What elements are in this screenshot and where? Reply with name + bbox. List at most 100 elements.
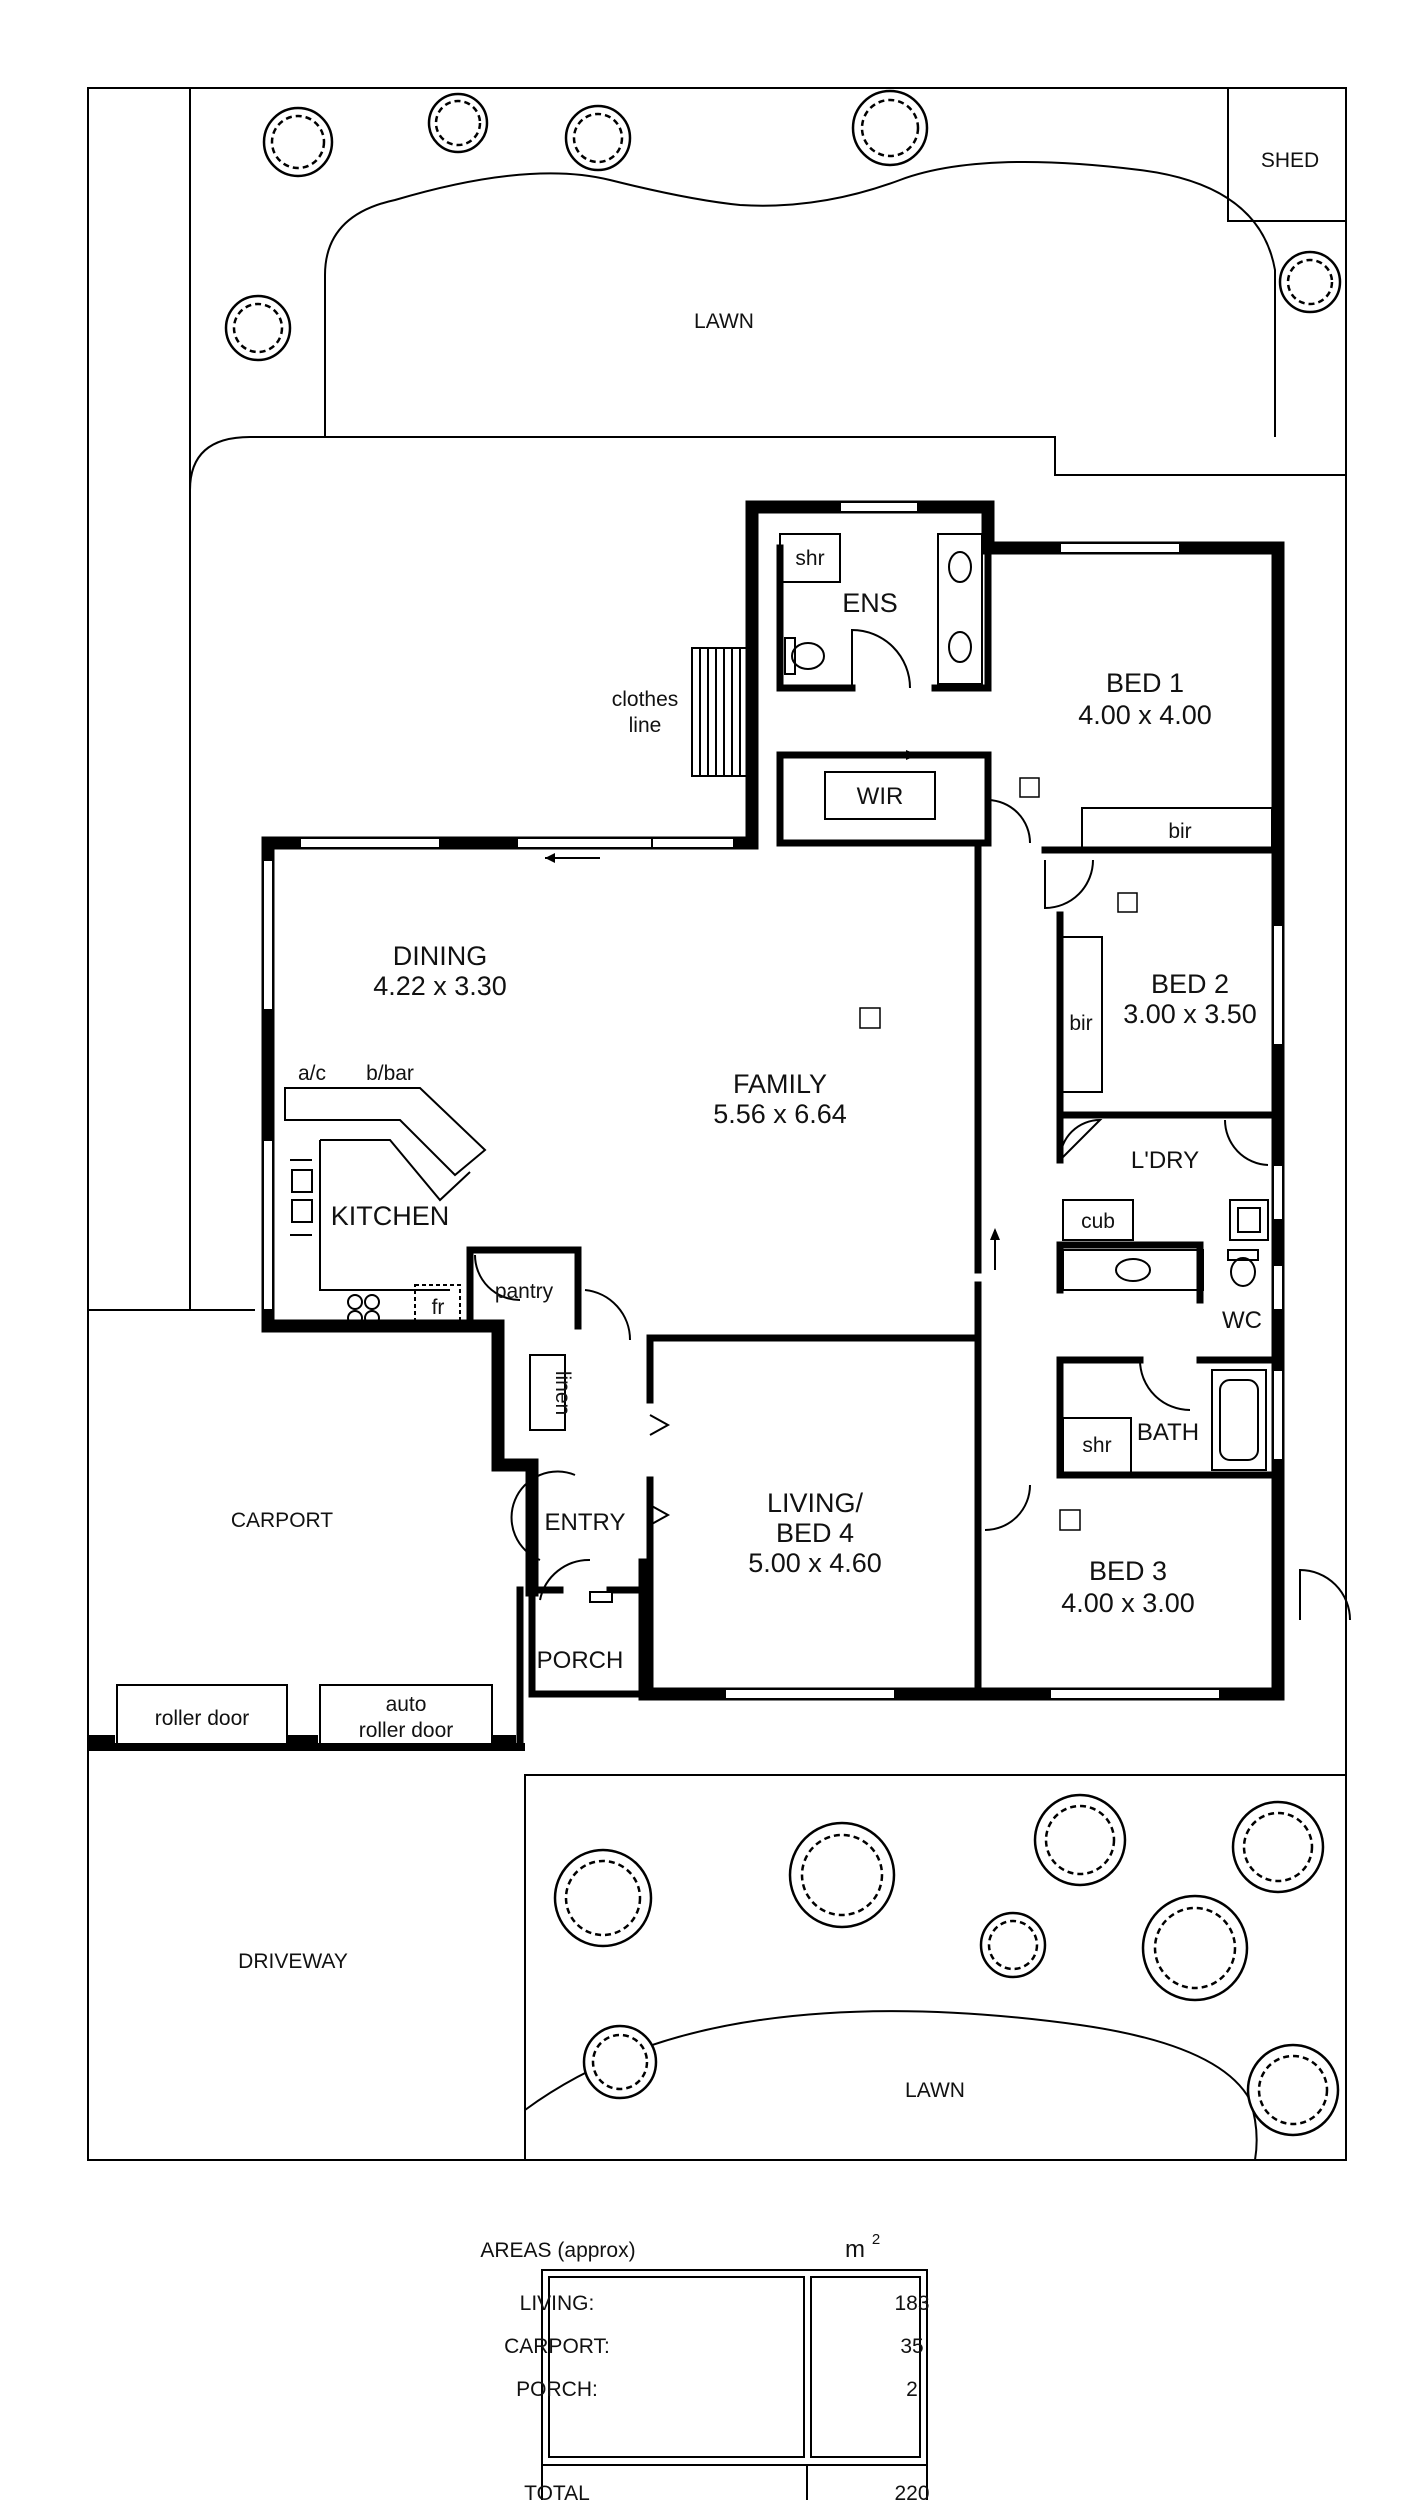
door-swing bbox=[1299, 1568, 1351, 1621]
door-swing bbox=[1139, 1359, 1191, 1411]
ens-label: ENS bbox=[842, 588, 898, 618]
tree bbox=[582, 2024, 658, 2100]
entry-label: ENTRY bbox=[545, 1509, 626, 1536]
vent-icon bbox=[859, 1007, 881, 1029]
bed1-size: 4.00 x 4.00 bbox=[1078, 700, 1212, 730]
fridge-label: fr bbox=[432, 1296, 445, 1319]
rear-lawn-outline bbox=[324, 161, 1276, 437]
dining-name: DINING bbox=[393, 941, 488, 971]
toilet bbox=[1227, 1249, 1259, 1287]
rear-lawn-label: LAWN bbox=[694, 310, 754, 333]
door-swing bbox=[539, 1558, 591, 1601]
door-arrow bbox=[990, 1228, 1000, 1240]
wc-label: WC bbox=[1222, 1307, 1262, 1334]
roller-door bbox=[116, 1684, 288, 1748]
window bbox=[724, 1688, 896, 1700]
rear-yard-boundary bbox=[189, 436, 1346, 1310]
bed3-size: 4.00 x 3.00 bbox=[1061, 1588, 1195, 1618]
tree bbox=[1278, 250, 1342, 314]
wir-label: WIR bbox=[857, 783, 904, 810]
sink-icon bbox=[290, 1159, 313, 1236]
bed3-name: BED 3 bbox=[1089, 1556, 1167, 1586]
shed-label: SHED bbox=[1261, 149, 1319, 172]
tree bbox=[851, 89, 929, 167]
door-swing bbox=[584, 1289, 632, 1341]
door-swing bbox=[510, 1470, 576, 1561]
clothes-line-label-2: line bbox=[629, 714, 662, 737]
bath-label: BATH bbox=[1137, 1419, 1199, 1446]
sliding-door-arrow bbox=[545, 853, 555, 863]
door-swing bbox=[984, 1484, 1031, 1531]
kitchen-bench bbox=[319, 1140, 450, 1291]
ensuite-shower bbox=[779, 533, 841, 583]
family-name: FAMILY bbox=[733, 1069, 827, 1099]
kitchen-bench bbox=[320, 1139, 471, 1202]
fridge-space bbox=[414, 1284, 461, 1326]
door-marker bbox=[649, 1504, 671, 1526]
laundry-cupboard bbox=[1062, 1199, 1134, 1241]
window bbox=[1272, 924, 1284, 1046]
door-swing bbox=[1059, 1118, 1103, 1161]
linen-cupboard bbox=[529, 1354, 566, 1431]
exterior-wall-entry bbox=[491, 1319, 539, 1597]
tree bbox=[979, 1911, 1047, 1979]
areas-row-label: LIVING: bbox=[520, 2292, 595, 2315]
areas-row-value: 183 bbox=[894, 2292, 929, 2315]
shed bbox=[1227, 87, 1347, 222]
pantry-label: pantry bbox=[495, 1280, 554, 1303]
bed2-robe bbox=[1059, 936, 1103, 1093]
tree bbox=[427, 92, 489, 154]
window bbox=[1272, 1369, 1284, 1461]
wir-door-arrow bbox=[906, 750, 918, 760]
bathtub bbox=[1211, 1369, 1267, 1471]
basin bbox=[948, 551, 972, 583]
toilet bbox=[784, 637, 825, 675]
wir-shelf bbox=[824, 771, 936, 820]
door-swing bbox=[1223, 1119, 1269, 1166]
breakfast-bar bbox=[284, 1087, 487, 1177]
window bbox=[651, 837, 735, 849]
laundry-tub-basin bbox=[1237, 1207, 1261, 1233]
clothes-line bbox=[691, 647, 753, 777]
driveway-label: DRIVEWAY bbox=[238, 1950, 348, 1973]
clothes-line-label-1: clothes bbox=[612, 688, 679, 711]
areas-unit-superscript: 2 bbox=[872, 2231, 880, 2248]
bath-shower bbox=[1062, 1417, 1132, 1474]
family-size: 5.56 x 6.64 bbox=[713, 1099, 847, 1129]
tree bbox=[564, 104, 632, 172]
tree bbox=[1246, 2043, 1340, 2137]
living-name-2: BED 4 bbox=[776, 1518, 854, 1548]
window bbox=[299, 837, 441, 849]
door-swing bbox=[1044, 859, 1094, 910]
window bbox=[1049, 1688, 1221, 1700]
window bbox=[1272, 1264, 1284, 1311]
areas-unit: m bbox=[845, 2236, 865, 2263]
basin bbox=[948, 631, 972, 663]
living-name-1: LIVING/ bbox=[767, 1488, 864, 1518]
front-lawn-label: LAWN bbox=[905, 2079, 965, 2102]
vent-icon bbox=[1059, 1509, 1081, 1531]
tree bbox=[1141, 1894, 1249, 2002]
front-lawn-boundary bbox=[524, 1774, 1346, 2160]
bed1-bir-label: bir bbox=[1168, 820, 1191, 843]
bbar-label: b/bar bbox=[366, 1062, 414, 1085]
window bbox=[1272, 1164, 1284, 1221]
areas-table-labels bbox=[548, 2276, 805, 2458]
auto-roller-door-label-2: roller door bbox=[359, 1719, 454, 1742]
tree bbox=[224, 294, 292, 362]
bathtub-basin bbox=[1219, 1379, 1259, 1461]
cooktop-icon bbox=[347, 1294, 380, 1326]
window bbox=[262, 859, 274, 1011]
laundry-bench bbox=[1062, 1249, 1204, 1291]
bed2-size: 3.00 x 3.50 bbox=[1123, 999, 1257, 1029]
carport-label: CARPORT bbox=[231, 1509, 333, 1532]
carport-post bbox=[88, 1735, 115, 1749]
ens-shower-label: shr bbox=[795, 547, 824, 570]
bed2-bir-label: bir bbox=[1069, 1012, 1092, 1035]
basin bbox=[1115, 1258, 1151, 1282]
auto-roller-door-label-1: auto bbox=[386, 1693, 427, 1716]
areas-table-values bbox=[810, 2276, 921, 2458]
ensuite-vanity bbox=[937, 533, 983, 685]
tree bbox=[1231, 1800, 1325, 1894]
carport-post bbox=[288, 1735, 318, 1749]
